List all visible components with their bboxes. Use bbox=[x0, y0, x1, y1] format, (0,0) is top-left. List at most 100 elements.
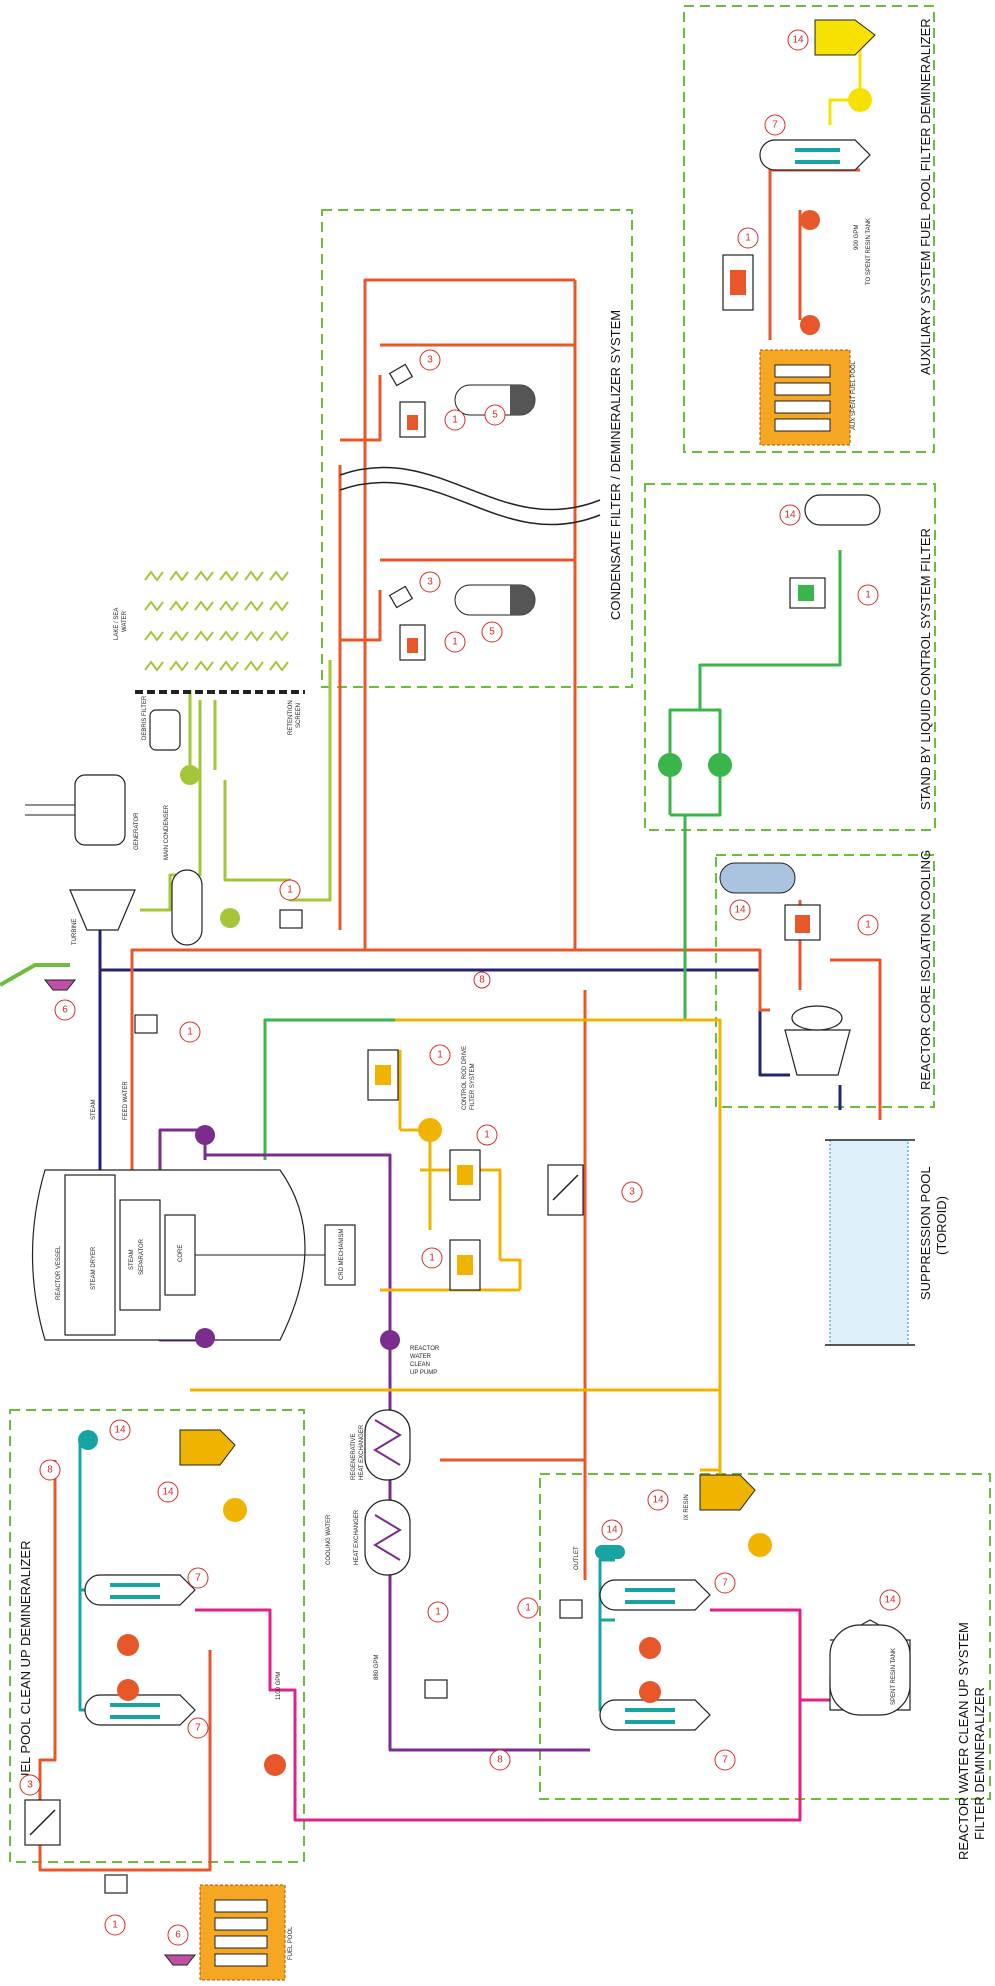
callout-1-hx: 1 bbox=[427, 1601, 449, 1623]
feedwater-rwcu bbox=[440, 990, 587, 1580]
section-title-condensate: CONDENSATE FILTER / DEMINERALIZER SYSTEM bbox=[608, 310, 623, 620]
callout-1-fp: 1 bbox=[104, 1914, 126, 1936]
svg-text:1: 1 bbox=[429, 1253, 435, 1264]
rwcu-strainer: IX RESIN bbox=[684, 1474, 756, 1520]
svg-text:1: 1 bbox=[287, 885, 293, 896]
svg-text:14: 14 bbox=[162, 1487, 174, 1498]
aux-yellow-pump bbox=[848, 88, 872, 112]
cooling-water-line bbox=[188, 690, 217, 770]
box-auxiliary-fuel-pool bbox=[683, 5, 935, 453]
svg-text:14: 14 bbox=[652, 1495, 664, 1506]
svg-text:1: 1 bbox=[525, 1603, 531, 1614]
crd-filter-label-2: FILTER SYSTEM bbox=[470, 1063, 476, 1110]
steam-dryer-label: STEAM DRYER bbox=[91, 1246, 97, 1290]
rwcu-purple bbox=[388, 1340, 590, 1752]
condensate-branch-bot bbox=[340, 558, 575, 642]
gpm-900-label: 900 GPM bbox=[854, 225, 860, 250]
box-slc bbox=[644, 483, 936, 831]
svg-text:14: 14 bbox=[884, 1595, 896, 1606]
rwcu-pump-label-4: UP PUMP bbox=[410, 1370, 437, 1376]
slc-filter bbox=[789, 577, 826, 609]
rwcu-pump-label-1: REACTOR bbox=[410, 1346, 440, 1352]
section-title-slc: STAND BY LIQUID CONTROL SYSTEM FILTER bbox=[918, 528, 933, 810]
aux-spent-fuel-label: AUX SPENT FUEL POOL bbox=[851, 360, 857, 430]
callout-5-cond-top: 5 bbox=[484, 404, 506, 426]
callout-14-rwcu-a: 14 bbox=[601, 1519, 623, 1541]
condenser-pump-2 bbox=[220, 908, 240, 928]
cooling-water-label: COOLING WATER bbox=[326, 1514, 332, 1565]
section-title-fuelpool: FUEL POOL CLEAN UP DEMINERALIZER bbox=[18, 1541, 33, 1790]
callout-14-spent-resin: 14 bbox=[879, 1589, 901, 1611]
svg-text:8: 8 bbox=[47, 1465, 53, 1476]
rcic-turbine-pump bbox=[784, 1005, 851, 1076]
fp-orange-pump-1 bbox=[117, 1634, 139, 1656]
retention-screen: RETENTION SCREEN bbox=[135, 690, 305, 735]
tank-7-top bbox=[43, 979, 77, 991]
rwcu-teal-tank bbox=[595, 1545, 625, 1559]
condensate-unit-top bbox=[388, 363, 536, 438]
svg-text:1: 1 bbox=[452, 637, 458, 648]
callout-14-slc: 14 bbox=[779, 504, 801, 526]
tank-7-bottom bbox=[163, 1954, 197, 1966]
callout-1-aux: 1 bbox=[737, 227, 759, 249]
fuelpool-orange bbox=[38, 1460, 212, 1872]
callout-1-crd-b: 1 bbox=[476, 1124, 498, 1146]
svg-text:8: 8 bbox=[497, 1755, 503, 1766]
condensate-unit-bot bbox=[388, 584, 536, 661]
rwcu-yellow-pump bbox=[748, 1533, 772, 1557]
svg-text:1: 1 bbox=[865, 920, 871, 931]
svg-text:3: 3 bbox=[427, 355, 433, 366]
callout-3-strainer: 3 bbox=[621, 1181, 643, 1203]
svg-text:5: 5 bbox=[489, 627, 495, 638]
crd-mech-label: CRD MECHANISM bbox=[339, 1229, 345, 1280]
callout-6-rwcu-a: 7 bbox=[714, 1572, 736, 1594]
callout-1-feedwater: 1 bbox=[179, 1021, 201, 1043]
slc-pump-2 bbox=[708, 753, 732, 777]
rwcu-pump-label-3: CLEAN bbox=[410, 1362, 430, 1368]
svg-text:7: 7 bbox=[195, 1573, 201, 1584]
lake-sea-label-1: LAKE / SEA bbox=[114, 608, 120, 640]
svg-text:3: 3 bbox=[629, 1187, 635, 1198]
callout-14-fp-a: 14 bbox=[109, 1419, 131, 1441]
crd-filter-label-1: CONTROL ROD DRIVE bbox=[462, 1046, 468, 1110]
rwcu-pump bbox=[380, 1330, 400, 1350]
reactor-vessel: REACTOR VESSEL STEAM DRYER STEAM SEPARAT… bbox=[31, 1169, 356, 1341]
callout-5-cond-bot: 5 bbox=[481, 621, 503, 643]
fp-teal-tank bbox=[78, 1430, 98, 1450]
box-rcic bbox=[715, 854, 935, 1108]
fp-orange-pump-3 bbox=[264, 1754, 286, 1776]
resin-line-fuelpool bbox=[195, 1608, 802, 1822]
callout-3-cond-bot: 3 bbox=[419, 571, 441, 593]
callout-8-top: 8 bbox=[473, 971, 491, 989]
aux-orange-pump-2 bbox=[800, 315, 820, 335]
feedwater-main bbox=[363, 278, 577, 950]
condenser-line bbox=[140, 660, 332, 912]
callout-14-rwcu-b: 14 bbox=[647, 1489, 669, 1511]
callout-8-rwcu: 8 bbox=[489, 1749, 511, 1771]
slc-pump-1 bbox=[658, 753, 682, 777]
callout-7-fp: 6 bbox=[167, 1924, 189, 1946]
fuel-pool: FUEL POOL bbox=[199, 1884, 294, 1981]
aux-spent-fuel-pool: AUX SPENT FUEL POOL bbox=[759, 349, 857, 446]
rcic-tank bbox=[719, 862, 796, 894]
svg-text:8: 8 bbox=[479, 975, 485, 986]
fp-strainer bbox=[179, 1429, 236, 1466]
svg-text:3: 3 bbox=[427, 577, 433, 588]
debris-filter-label: DEBRIS FILTER bbox=[142, 695, 148, 740]
rwcu-pump-label-2: WATER bbox=[410, 1354, 432, 1360]
fp-yellow-pump bbox=[223, 1498, 247, 1522]
svg-text:1: 1 bbox=[484, 1130, 490, 1141]
feed-water-label: FEED WATER bbox=[123, 1081, 129, 1120]
steam-sep-label-1: STEAM bbox=[129, 1249, 135, 1270]
ix-resin-label: IX RESIN bbox=[684, 1494, 690, 1520]
rwcu-demin-1 bbox=[599, 1579, 711, 1611]
box-rwcu bbox=[539, 1473, 991, 1800]
callout-1-condenser: 1 bbox=[279, 879, 301, 901]
svg-text:6: 6 bbox=[62, 1005, 68, 1016]
svg-text:7: 7 bbox=[195, 1723, 201, 1734]
recirc-pump-2 bbox=[195, 1328, 215, 1348]
nonregen-heat-exchanger: HEAT EXCHANGER COOLING WATER bbox=[326, 1499, 411, 1576]
svg-text:14: 14 bbox=[792, 35, 804, 46]
rwcu-orange-pump-1 bbox=[639, 1637, 661, 1659]
